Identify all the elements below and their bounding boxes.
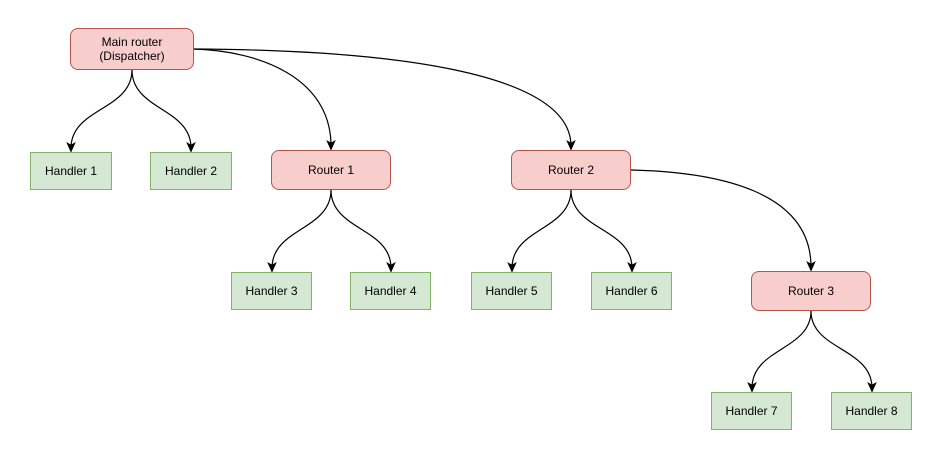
edge-router-1-to-handler-3 bbox=[267, 189, 332, 273]
node-label-handler-2: Handler 2 bbox=[164, 164, 218, 178]
node-router-1[interactable]: Router 1 bbox=[271, 150, 391, 190]
edge-router-3-to-handler-7 bbox=[747, 310, 812, 393]
edge-router-2-to-handler-5 bbox=[507, 189, 572, 273]
edge-router-2-to-router-3 bbox=[630, 169, 816, 272]
edge-main-to-router-1 bbox=[193, 48, 336, 151]
node-label-handler-8: Handler 8 bbox=[845, 404, 898, 418]
node-label-handler-7: Handler 7 bbox=[725, 404, 778, 418]
node-label-main-router: Main router (Dispatcher) bbox=[99, 35, 165, 63]
node-router-2[interactable]: Router 2 bbox=[511, 150, 631, 190]
node-handler-1[interactable]: Handler 1 bbox=[30, 152, 112, 190]
node-handler-4[interactable]: Handler 4 bbox=[350, 272, 431, 310]
node-main-router[interactable]: Main router (Dispatcher) bbox=[70, 28, 194, 70]
node-label-handler-1: Handler 1 bbox=[44, 164, 98, 178]
node-handler-7[interactable]: Handler 7 bbox=[711, 392, 792, 430]
node-handler-5[interactable]: Handler 5 bbox=[471, 272, 552, 310]
edge-router-1-to-handler-4 bbox=[330, 189, 396, 273]
node-label-router-1: Router 1 bbox=[307, 163, 355, 177]
node-handler-2[interactable]: Handler 2 bbox=[150, 152, 232, 190]
node-handler-3[interactable]: Handler 3 bbox=[231, 272, 312, 310]
node-label-handler-3: Handler 3 bbox=[245, 284, 298, 298]
edge-router-3-to-handler-8 bbox=[810, 310, 877, 393]
node-label-handler-5: Handler 5 bbox=[485, 284, 538, 298]
node-handler-6[interactable]: Handler 6 bbox=[591, 272, 672, 310]
node-label-handler-4: Handler 4 bbox=[364, 284, 417, 298]
node-label-handler-6: Handler 6 bbox=[605, 284, 658, 298]
node-label-router-2: Router 2 bbox=[547, 163, 595, 177]
edge-main-to-handler-1 bbox=[66, 69, 133, 153]
edges-group bbox=[66, 48, 877, 393]
node-label-router-3: Router 3 bbox=[787, 284, 835, 298]
node-handler-8[interactable]: Handler 8 bbox=[831, 392, 912, 430]
node-router-3[interactable]: Router 3 bbox=[751, 271, 871, 311]
edge-main-to-router-2 bbox=[193, 48, 576, 151]
edge-router-2-to-handler-6 bbox=[570, 189, 637, 273]
edge-main-to-handler-2 bbox=[131, 69, 196, 153]
